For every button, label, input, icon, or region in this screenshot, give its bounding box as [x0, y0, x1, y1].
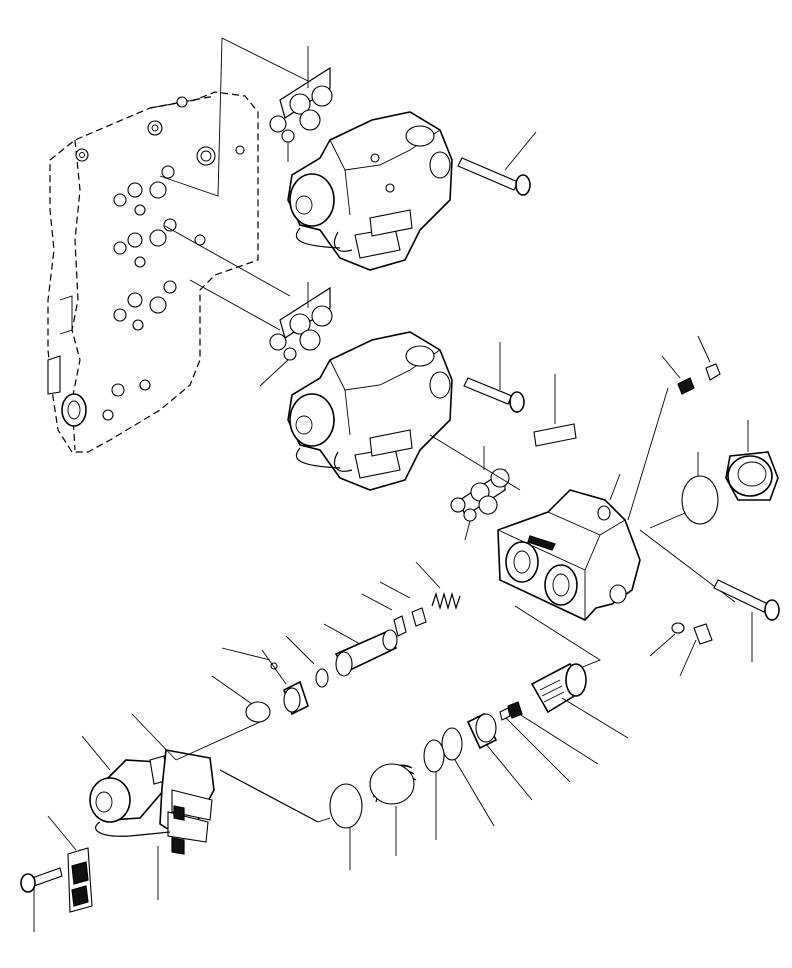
housing-oring-set [429, 434, 521, 541]
small-pin [507, 701, 599, 765]
set-screw [661, 355, 695, 395]
spool-pin-b [361, 593, 407, 637]
main-valve-body [47, 91, 259, 453]
small-plug [697, 335, 721, 381]
upper-oring-set [269, 46, 333, 162]
lower-oring [423, 739, 445, 840]
housing-bolt [713, 579, 780, 662]
drain-plug [679, 623, 713, 677]
spool-oring [285, 635, 329, 688]
backup-ring [441, 727, 495, 827]
large-oring [317, 783, 363, 870]
spool-pin-a [379, 581, 427, 627]
small-oring [671, 622, 685, 634]
valve-housing-block [497, 473, 641, 621]
middle-solenoid-valve-assembly [287, 331, 453, 491]
piston-cup [466, 712, 533, 801]
lower-solenoid-assembly [81, 713, 319, 900]
control-spool [323, 623, 398, 677]
middle-mounting-bolt [463, 342, 525, 413]
ball [221, 647, 278, 670]
valve-body-port-group-3 [113, 280, 177, 331]
gasket-plate [533, 374, 577, 447]
spool-spring-series [211, 561, 461, 723]
valve-body-port-group-2 [113, 218, 206, 268]
large-spring [369, 763, 417, 856]
upper-mounting-bolt [457, 131, 537, 196]
nameplate [47, 815, 93, 913]
middle-oring-set [259, 282, 333, 387]
upper-solenoid-valve-assembly [287, 111, 453, 271]
adjust-plug [261, 649, 309, 716]
piston-assembly [530, 662, 629, 739]
seal-disc [211, 675, 271, 723]
large-threaded-plug [681, 420, 779, 525]
valve-body-port-group-1 [113, 165, 175, 216]
small-bolt [20, 867, 63, 932]
small-spring [415, 561, 461, 611]
small-screw [499, 707, 571, 783]
